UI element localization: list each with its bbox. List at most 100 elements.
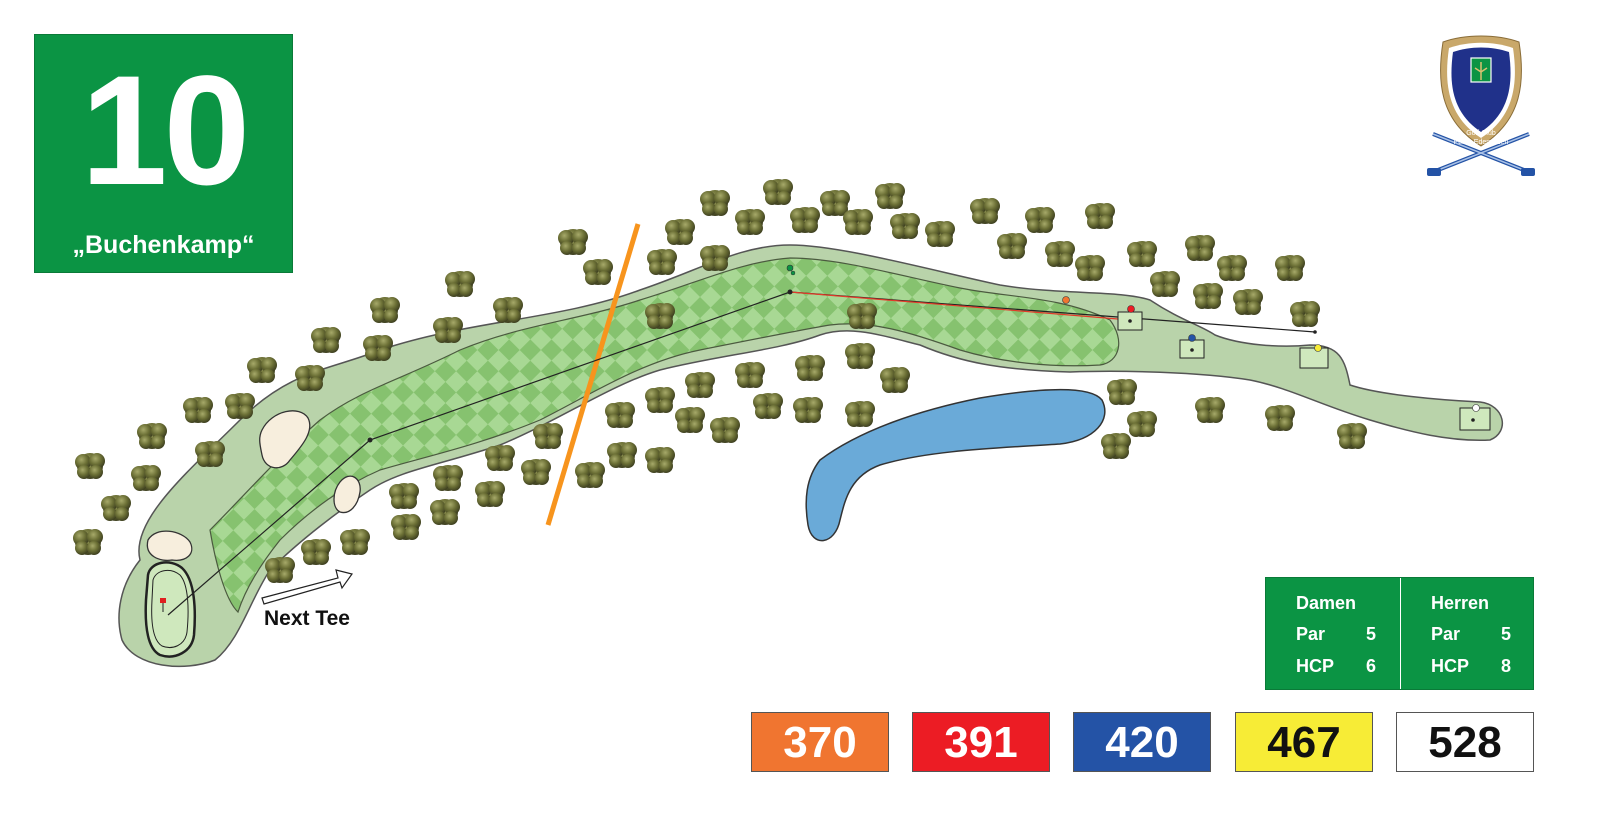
tee-box-yellow xyxy=(1299,330,1329,369)
herren-hcp-row: HCP 8 xyxy=(1431,656,1511,678)
tree-icon xyxy=(340,529,370,555)
scorecard-damen: Damen Par 5 HCP 6 xyxy=(1266,578,1400,689)
damen-hcp-row: HCP 6 xyxy=(1296,656,1376,678)
herren-title: Herren xyxy=(1431,593,1490,613)
distance-orange-tee: 370 xyxy=(751,712,889,772)
tree-icon xyxy=(763,179,793,205)
tree-icon xyxy=(735,209,765,235)
distance-yellow-tee: 467 xyxy=(1235,712,1373,772)
tree-icon xyxy=(247,357,277,383)
tree-icon xyxy=(1275,255,1305,281)
tree-icon xyxy=(685,372,715,398)
tree-icon xyxy=(1193,283,1223,309)
tree-icon xyxy=(389,483,419,509)
tree-icon xyxy=(847,303,877,329)
play-line-red xyxy=(789,291,1131,321)
tree-icon xyxy=(533,423,563,449)
tree-icon xyxy=(605,402,635,428)
play-line xyxy=(167,291,1316,616)
tree-icon xyxy=(1101,433,1131,459)
tree-icon xyxy=(1195,397,1225,423)
tree-icon xyxy=(225,393,255,419)
herren-par-row: Par 5 xyxy=(1431,624,1511,646)
distance-blue-tee: 420 xyxy=(1073,712,1211,772)
tree-icon xyxy=(1337,423,1367,449)
distance-white-tee: 528 xyxy=(1396,712,1534,772)
boundary-line xyxy=(545,223,641,526)
tee-box-white xyxy=(1459,404,1491,431)
tree-icon xyxy=(645,447,675,473)
tree-icon xyxy=(845,401,875,427)
tree-icon xyxy=(558,229,588,255)
tree-icon xyxy=(75,453,105,479)
trees xyxy=(73,179,1367,583)
tree-icon xyxy=(735,362,765,388)
next-tee-arrow-icon xyxy=(261,569,354,605)
tree-icon xyxy=(521,459,551,485)
bunker xyxy=(259,410,311,469)
tree-icon xyxy=(1265,405,1295,431)
tree-icon xyxy=(607,442,637,468)
tree-icon xyxy=(433,317,463,343)
pin-flag-icon xyxy=(160,598,166,612)
tree-icon xyxy=(700,245,730,271)
club-crest-icon xyxy=(1427,35,1535,176)
next-tee-label: Next Tee xyxy=(264,607,350,630)
tree-icon xyxy=(645,303,675,329)
par-label: Par xyxy=(1296,624,1326,644)
tree-icon xyxy=(790,207,820,233)
tree-icon xyxy=(583,259,613,285)
tree-icon xyxy=(475,481,505,507)
tree-icon xyxy=(485,445,515,471)
tree-icon xyxy=(1127,411,1157,437)
tree-icon xyxy=(1085,203,1115,229)
tree-icon xyxy=(195,441,225,467)
club-logo: Golf-Club Peine-Edemissen xyxy=(1425,30,1537,180)
damen-par-row: Par 5 xyxy=(1296,624,1376,646)
tree-icon xyxy=(183,397,213,423)
tree-icon xyxy=(1150,271,1180,297)
tree-icon xyxy=(131,465,161,491)
tree-icon xyxy=(391,514,421,540)
tree-icon xyxy=(820,190,850,216)
water-hazard xyxy=(805,388,1106,542)
tree-icon xyxy=(1107,379,1137,405)
tree-icon xyxy=(875,183,905,209)
tree-icon xyxy=(675,407,705,433)
tree-icon xyxy=(880,367,910,393)
tree-icon xyxy=(370,297,400,323)
tree-icon xyxy=(710,417,740,443)
distance-red-tee: 391 xyxy=(912,712,1050,772)
tree-icon xyxy=(795,355,825,381)
hole-name: „Buchenkamp“ xyxy=(72,231,255,259)
tree-icon xyxy=(575,462,605,488)
tree-icon xyxy=(997,233,1027,259)
hcp-label: HCP xyxy=(1296,656,1335,676)
par-label: Par xyxy=(1431,624,1461,644)
hcp-value: 6 xyxy=(1365,656,1376,676)
tree-icon xyxy=(970,198,1000,224)
bunker xyxy=(333,475,361,514)
tree-icon xyxy=(433,465,463,491)
tree-icon xyxy=(1217,255,1247,281)
tree-icon xyxy=(753,393,783,419)
tree-icon xyxy=(493,297,523,323)
fairway xyxy=(209,257,1120,614)
tree-icon xyxy=(363,335,393,361)
tree-icon xyxy=(295,365,325,391)
tree-icon xyxy=(793,397,823,423)
hcp-value: 8 xyxy=(1500,656,1511,676)
tree-icon xyxy=(1025,207,1055,233)
tee-marker-green xyxy=(786,264,796,276)
tree-icon xyxy=(1045,241,1075,267)
hcp-label: HCP xyxy=(1431,656,1470,676)
scorecard-panel: Damen Par 5 HCP 6 Herren Par 5 HCP 8 xyxy=(1265,577,1534,690)
club-name-line1: Golf-Club xyxy=(1466,130,1496,137)
bunker xyxy=(146,530,193,562)
scorecard-divider xyxy=(1400,578,1401,689)
tree-icon xyxy=(925,221,955,247)
tee-box-blue xyxy=(1179,334,1205,359)
tree-icon xyxy=(1290,301,1320,327)
hole-badge: 10 „Buchenkamp“ xyxy=(34,34,293,273)
